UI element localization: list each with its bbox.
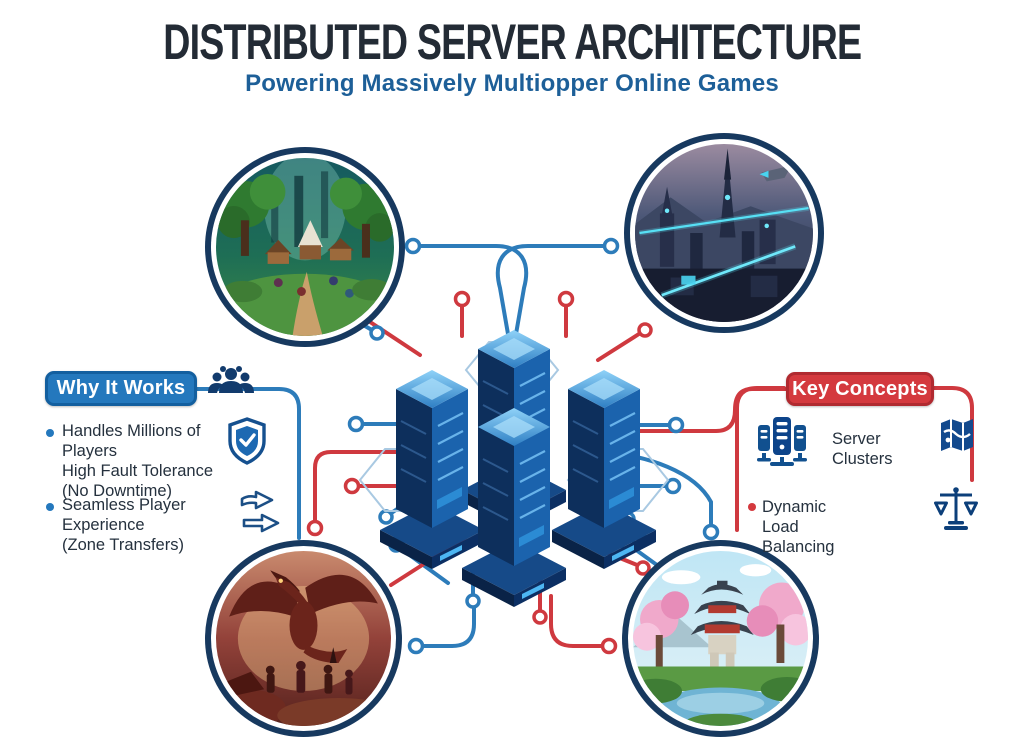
header: DISTRIBUTED SERVER ARCHITECTURE Powering… [0, 13, 1024, 98]
fantasy-forest-illustration [216, 158, 394, 336]
scene-circle-fantasy-forest [205, 147, 405, 347]
page-subtitle: Powering Massively Multiopper Online Gam… [245, 70, 779, 97]
scene-circle-dragon-battle [205, 540, 402, 737]
why-item-1: Handles Millions of Players High Fault T… [62, 421, 234, 502]
balance-scale-icon [934, 487, 978, 530]
scene-circle-blossom-temple [622, 540, 819, 737]
concept-1-label: Server Clusters [832, 430, 893, 469]
server-cluster-icon [757, 417, 807, 466]
why-item-1-line-2: High Fault Tolerance [62, 462, 214, 481]
transfer-arrows-icon [240, 490, 280, 533]
page-title: DISTRIBUTED SERVER ARCHITECTURE [162, 13, 862, 70]
dragon-battle-illustration [216, 551, 391, 726]
why-item-2: Seamless Player Experience (Zone Transfe… [62, 495, 247, 555]
why-item-2-line-2: (Zone Transfers) [62, 536, 184, 555]
scene-circle-scifi-city [624, 133, 824, 333]
why-it-works-badge: Why It Works [45, 371, 197, 406]
bullet-dot [46, 503, 54, 511]
why-item-1-line-3: (No Downtime) [62, 482, 173, 501]
key-concepts-badge: Key Concepts [786, 372, 934, 406]
concept-2-label: Dynamic Load Balancing [762, 498, 835, 557]
bullet-dot [46, 429, 54, 437]
server-cluster-illustration [358, 328, 670, 609]
why-item-2-line-1: Seamless Player Experience [62, 496, 186, 535]
bullet-dot [748, 503, 756, 511]
blossom-temple-illustration [633, 551, 808, 726]
why-item-1-line-1: Handles Millions of Players [62, 422, 201, 461]
crowd-icon [208, 366, 254, 393]
shield-check-icon [228, 417, 266, 465]
map-icon [941, 419, 973, 451]
